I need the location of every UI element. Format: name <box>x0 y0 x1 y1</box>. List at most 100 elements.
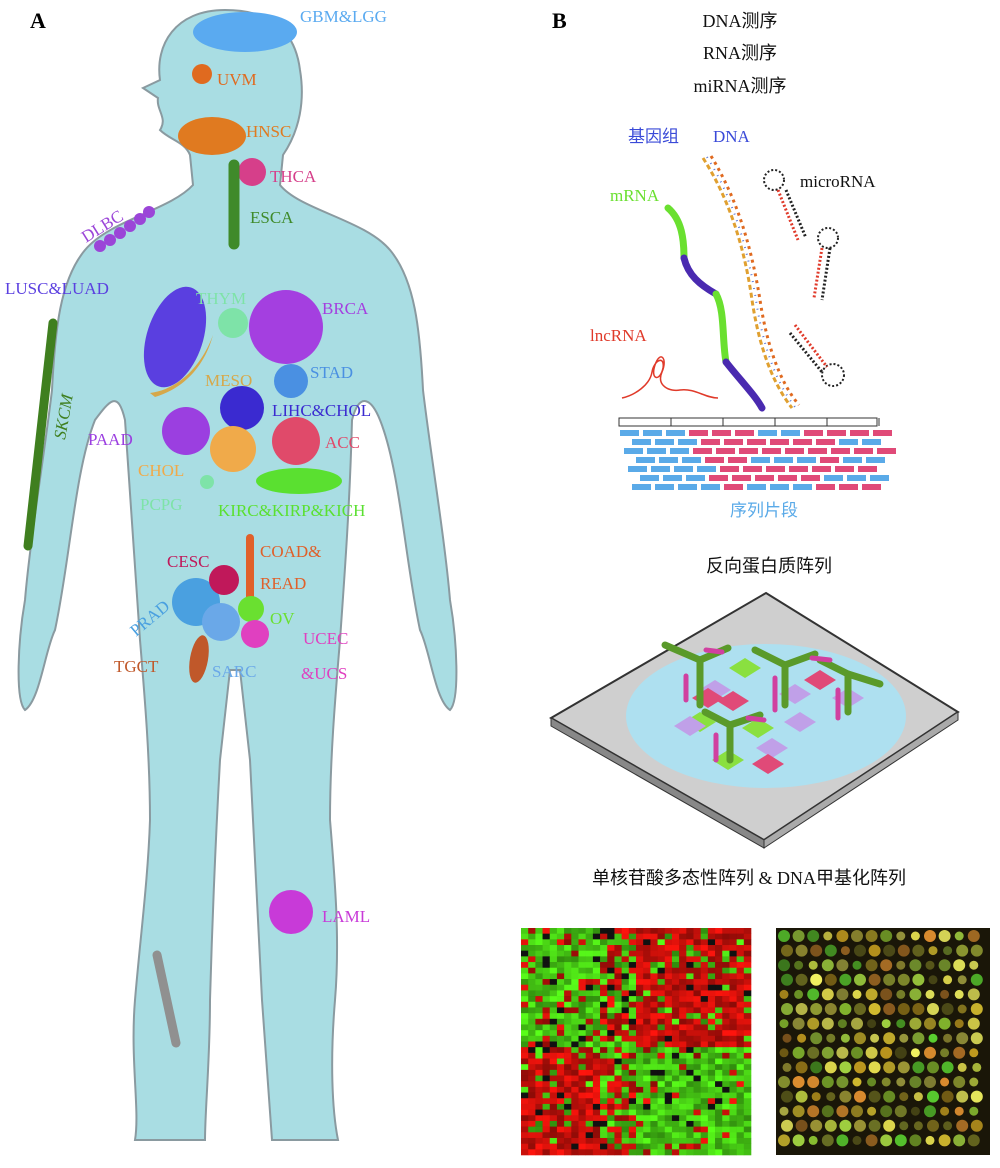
heatmap-cell <box>585 962 594 969</box>
heatmap-cell <box>671 1132 680 1139</box>
heatmap-cell <box>650 928 658 934</box>
heatmap-cell <box>650 956 658 963</box>
heatmap-cell <box>729 1035 737 1042</box>
read-fragment <box>693 448 712 454</box>
label-reads: 序列片段 <box>730 501 798 520</box>
heatmap-cell <box>650 996 658 1003</box>
microarray-dot <box>865 1134 878 1147</box>
microarray-dot <box>924 930 936 942</box>
heatmap-cell <box>671 973 680 980</box>
heatmap-cell <box>650 973 658 980</box>
heatmap-cell <box>729 967 737 974</box>
heatmap-cell <box>585 939 594 946</box>
heatmap-cell <box>628 962 637 969</box>
heatmap-cell <box>585 1109 594 1116</box>
heatmap-cell <box>564 1041 572 1048</box>
heatmap-cell <box>650 984 658 991</box>
heatmap-cell <box>736 962 745 969</box>
heatmap-cell <box>528 933 536 940</box>
microarray-dot <box>924 1046 936 1059</box>
heatmap-cell <box>715 979 723 986</box>
heatmap-cell <box>528 1103 536 1110</box>
heatmap-cell <box>686 1098 694 1105</box>
heatmap-cell <box>743 1030 752 1037</box>
heatmap-cell <box>657 1103 666 1110</box>
microarray-dot <box>970 1090 983 1103</box>
heatmap-cell <box>664 1030 673 1037</box>
heatmap-cell <box>693 1001 701 1008</box>
heatmap-cell <box>715 1098 723 1105</box>
heatmap-cell <box>643 984 651 991</box>
microarray-dot <box>896 960 906 970</box>
heatmap-cell <box>592 1047 601 1054</box>
read-fragment <box>785 448 804 454</box>
heatmap-cell <box>585 973 594 980</box>
heatmap-cell <box>621 933 630 940</box>
heatmap-cell <box>592 1030 601 1037</box>
heatmap-cell <box>671 1086 680 1093</box>
heatmap-cell <box>621 1001 630 1008</box>
read-fragment <box>808 448 827 454</box>
heatmap-cell <box>564 1069 572 1076</box>
heatmap-cell <box>614 1126 622 1133</box>
heatmap-cell <box>585 1132 594 1139</box>
heatmap-cell <box>657 1041 666 1048</box>
heatmap-cell <box>528 1143 536 1150</box>
heatmap-cell <box>686 956 694 963</box>
heatmap-cell <box>521 967 529 974</box>
protein-array-spots <box>674 658 864 774</box>
heatmap-cell <box>528 984 536 991</box>
heatmap-cell <box>707 956 716 963</box>
heatmap-cell <box>693 956 701 963</box>
heatmap-cell <box>664 1075 673 1082</box>
heatmap-cell <box>722 1013 730 1020</box>
heatmap-cell <box>614 1092 622 1099</box>
heatmap-cell <box>564 1109 572 1116</box>
heatmap-cell <box>585 984 594 991</box>
heatmap-cell <box>621 1064 630 1071</box>
heatmap-cell <box>707 1024 716 1031</box>
read-fragment <box>870 475 889 481</box>
read-fragment <box>655 439 674 445</box>
microarray-dot <box>896 989 906 999</box>
heatmap-cell <box>556 1007 565 1014</box>
microarray-dot <box>938 1017 951 1030</box>
heatmap-cell <box>650 1132 658 1139</box>
heatmap-cell <box>592 1024 601 1031</box>
heatmap-cell <box>700 1035 709 1042</box>
heatmap-cell <box>650 1069 658 1076</box>
heatmap-cell <box>686 1024 694 1031</box>
read-fragment <box>877 448 896 454</box>
organ-blca <box>202 603 240 641</box>
heatmap-cell <box>528 945 536 951</box>
heatmap-cell <box>578 956 586 963</box>
heatmap-cell <box>643 996 651 1003</box>
label-pcpg: PCPG <box>140 495 183 514</box>
heatmap-cell <box>542 956 551 963</box>
heatmap-cell <box>571 1064 579 1071</box>
heatmap-cell <box>549 939 558 946</box>
heatmap-cell <box>643 1013 651 1020</box>
heatmap-cell <box>556 962 565 969</box>
heatmap-cell <box>671 956 680 963</box>
microarray-dot <box>792 1017 805 1030</box>
heatmap-cell <box>535 939 543 946</box>
heatmap-cell <box>657 1137 666 1144</box>
heatmap-cell <box>571 1018 579 1025</box>
heatmap-cell <box>564 945 572 951</box>
heatmap-cell <box>621 1052 630 1059</box>
heatmap-cell <box>600 1058 608 1065</box>
heatmap-cell <box>621 1069 630 1076</box>
heatmap-cell <box>607 1126 615 1133</box>
heatmap-cell <box>578 973 586 980</box>
read-fragment <box>793 439 812 445</box>
microarray-dot <box>824 944 837 957</box>
heatmap-cell <box>535 1030 543 1037</box>
heatmap-cell <box>636 1069 644 1076</box>
microarray-dot <box>940 1077 950 1087</box>
read-fragment <box>812 466 831 472</box>
microarray-dot <box>781 944 793 957</box>
heatmap-cell <box>600 1001 608 1008</box>
heatmap-cell <box>715 1001 723 1008</box>
heatmap-cell <box>686 950 694 957</box>
